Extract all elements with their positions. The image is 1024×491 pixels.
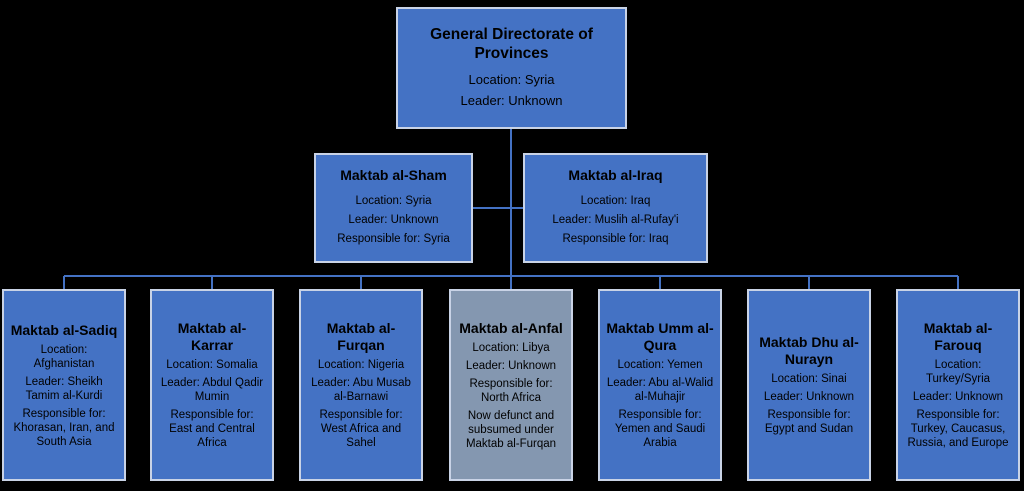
node-title: Maktab al-Anfal [459, 319, 563, 336]
branch-node: Maktab al-Farouq Location: Turkey/Syria … [896, 289, 1020, 481]
node-leader: Leader: Sheikh Tamim al-Kurdi [25, 375, 103, 402]
node-leader: Leader: Muslih al-Rufay'i [552, 214, 679, 226]
node-title: Maktab al-Iraq [568, 167, 663, 183]
branch-node: Maktab al-Furqan Location: Nigeria Leade… [299, 289, 423, 481]
node-responsibility: Responsible for: Turkey, Caucasus, Russi… [907, 409, 1009, 449]
node-title: Maktab al-Karrar [177, 320, 247, 353]
node-leader: Leader: Unknown [912, 391, 1004, 403]
node-location: Location: Libya [472, 341, 550, 354]
node-title: Maktab al-Sham [340, 167, 447, 183]
node-leader: Leader: Abu al-Walid al-Muhajir [606, 377, 714, 403]
node-responsibility: Responsible for: Khorasan, Iran, and Sou… [13, 407, 115, 448]
node-responsibility: Responsible for: North Africa [469, 377, 553, 404]
node-title: Maktab al-Furqan [326, 320, 396, 353]
node-responsibility: Responsible for: Syria [337, 233, 450, 245]
node-responsibility: Responsible for: Egypt and Sudan [764, 409, 854, 435]
node-location: Location: Yemen [617, 359, 703, 371]
branch-node-defunct: Maktab al-Anfal Location: Libya Leader: … [449, 289, 573, 481]
node-leader: Leader: Unknown [465, 359, 557, 372]
branch-node: Maktab Dhu al-Nurayn Location: Sinai Lea… [747, 289, 871, 481]
node-location: Location: Turkey/Syria [925, 359, 991, 385]
node-leader: Leader: Unknown [348, 214, 439, 226]
node-leader: Leader: Unknown [460, 93, 563, 108]
office-node: Maktab al-Iraq Location: Iraq Leader: Mu… [523, 153, 708, 263]
office-node: Maktab al-Sham Location: Syria Leader: U… [314, 153, 473, 263]
node-location: Location: Sinai [771, 373, 847, 385]
node-leader: Leader: Abu Musab al-Barnawi [311, 377, 411, 403]
node-location: Location: Nigeria [317, 359, 405, 371]
node-responsibility: Responsible for: West Africa and Sahel [319, 409, 403, 449]
node-status-note: Now defunct and subsumed under Maktab al… [465, 409, 557, 450]
node-leader: Leader: Abdul Qadir Mumin [160, 377, 264, 403]
branch-node: Maktab al-Karrar Location: Somalia Leade… [150, 289, 274, 481]
node-responsibility: Responsible for: Iraq [562, 233, 669, 245]
node-responsibility: Responsible for: East and Central Africa [169, 409, 255, 449]
node-title: Maktab al-Sadiq [10, 321, 118, 338]
node-responsibility: Responsible for: Yemen and Saudi Arabia [614, 409, 706, 449]
node-location: Location: Iraq [580, 195, 651, 207]
branch-node: Maktab al-Sadiq Location: Afghanistan Le… [2, 289, 126, 481]
node-title: Maktab al-Farouq [923, 320, 993, 353]
node-title: Maktab Dhu al-Nurayn [759, 334, 859, 367]
node-leader: Leader: Unknown [763, 391, 855, 403]
node-location: Location: Somalia [166, 359, 258, 371]
node-title: Maktab Umm al-Qura [606, 320, 714, 353]
branch-node: Maktab Umm al-Qura Location: Yemen Leade… [598, 289, 722, 481]
root-node: General Directorate of Provinces Locatio… [396, 7, 627, 129]
node-location: Location: Syria [355, 195, 432, 207]
node-title: General Directorate of Provinces [430, 26, 593, 62]
node-location: Location: Syria [468, 72, 555, 87]
node-location: Location: Afghanistan [33, 343, 95, 370]
